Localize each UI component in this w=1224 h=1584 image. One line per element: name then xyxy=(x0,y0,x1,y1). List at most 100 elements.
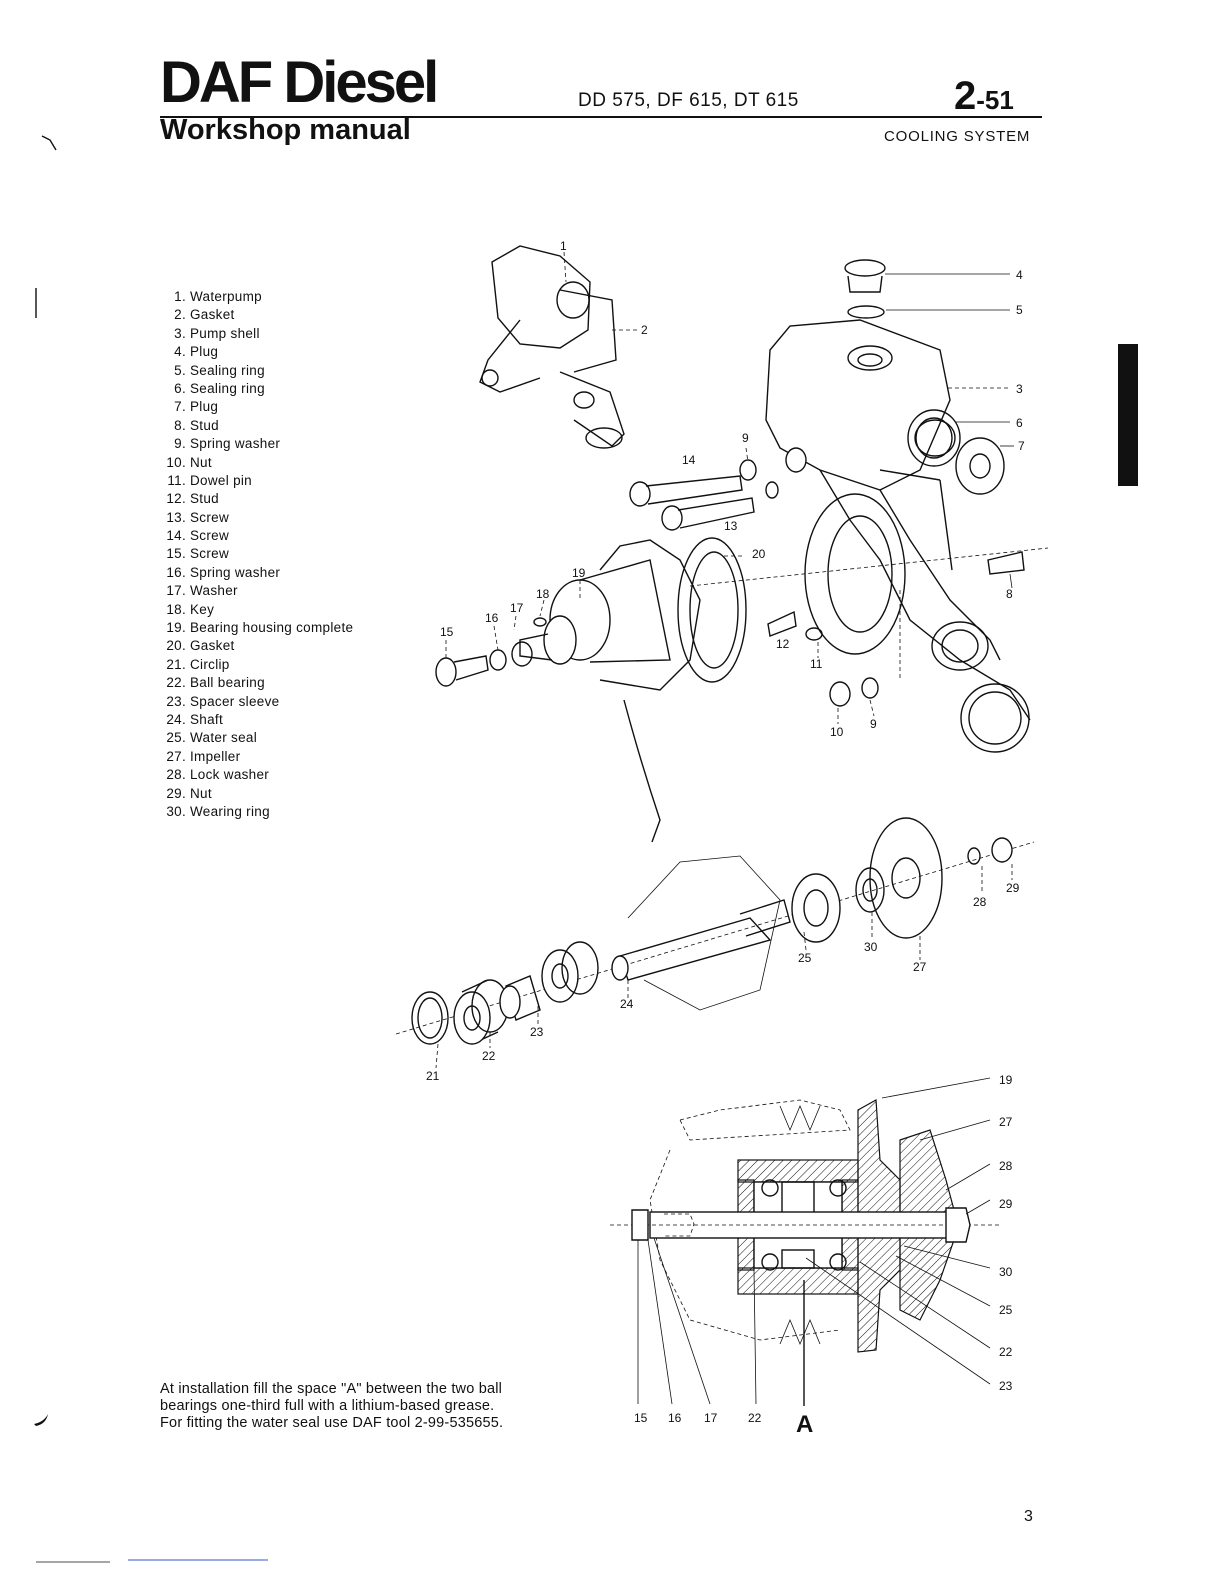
part-number: 8. xyxy=(174,417,186,433)
callout-30: 30 xyxy=(864,940,878,954)
part-name: Nut xyxy=(190,454,212,470)
plug-7 xyxy=(955,437,1014,495)
page-number-sub: -51 xyxy=(976,85,1014,115)
bearing-housing-19 xyxy=(519,539,701,691)
callout-15: 15 xyxy=(634,1411,648,1425)
callout-5: 5 xyxy=(1016,303,1023,317)
part-name: Circlip xyxy=(190,656,230,672)
parts-list-item: 19.Bearing housing complete xyxy=(160,619,353,637)
callout-14: 14 xyxy=(682,453,696,467)
part-number: 19. xyxy=(166,620,186,636)
callout-22: 22 xyxy=(748,1411,762,1425)
callout-3: 3 xyxy=(1016,382,1023,396)
parts-list-item: 11.Dowel pin xyxy=(160,472,353,490)
part-number: 3. xyxy=(174,325,186,341)
manual-subtitle: Workshop manual xyxy=(160,114,411,146)
part-number: 2. xyxy=(174,307,186,323)
callout-11: 11 xyxy=(810,657,823,671)
parts-list-item: 23.Spacer sleeve xyxy=(160,693,353,711)
part-number: 14. xyxy=(166,528,186,544)
washers-9-nuts xyxy=(739,447,807,499)
callout-28: 28 xyxy=(999,1159,1013,1173)
parts-list-item: 30.Wearing ring xyxy=(160,803,353,821)
scan-mark xyxy=(41,135,57,151)
parts-list-item: 21.Circlip xyxy=(160,656,353,674)
callout-23: 23 xyxy=(530,1025,544,1039)
part-number: 18. xyxy=(166,601,186,617)
callout-19: 19 xyxy=(572,566,586,580)
part-name: Plug xyxy=(190,344,219,360)
part-number: 23. xyxy=(166,693,186,709)
parts-list-item: 4.Plug xyxy=(160,343,353,361)
callout-18: 18 xyxy=(536,587,550,601)
callout-4: 4 xyxy=(1016,268,1023,282)
part-name: Spacer sleeve xyxy=(190,693,280,709)
parts-list-item: 20.Gasket xyxy=(160,637,353,655)
part-number: 17. xyxy=(166,583,186,599)
part-number: 30. xyxy=(166,803,186,819)
callout-9: 9 xyxy=(870,717,877,731)
part-number: 20. xyxy=(166,638,186,654)
parts-list-item: 24.Shaft xyxy=(160,711,353,729)
small-assembled-pump xyxy=(479,245,638,449)
part-number: 21. xyxy=(166,656,186,672)
part-name: Water seal xyxy=(190,730,258,746)
gasket-20 xyxy=(677,537,747,683)
part-name: Screw xyxy=(190,546,230,562)
screw-15-washers xyxy=(435,617,547,687)
page-number-main: 2 xyxy=(954,74,977,118)
part-number: 12. xyxy=(166,491,186,507)
pump-shell xyxy=(765,319,1031,753)
sealing-ring-5 xyxy=(847,305,1010,319)
part-name: Washer xyxy=(190,583,238,599)
lock-washer-28 xyxy=(967,847,981,865)
plug-4 xyxy=(844,259,1010,293)
parts-list-item: 15.Screw xyxy=(160,545,353,563)
part-name: Plug xyxy=(190,399,219,415)
callout-24: 24 xyxy=(620,997,634,1011)
callout-16: 16 xyxy=(668,1411,682,1425)
page-number: 2-51 xyxy=(954,76,1014,116)
stud-8 xyxy=(987,551,1025,589)
water-seal-25 xyxy=(791,873,841,943)
part-number: 6. xyxy=(174,380,186,396)
parts-list-item: 13.Screw xyxy=(160,509,353,527)
part-number: 4. xyxy=(174,344,186,360)
part-name: Dowel pin xyxy=(190,472,252,488)
engine-models: DD 575, DF 615, DT 615 xyxy=(578,90,799,111)
part-name: Nut xyxy=(190,785,212,801)
callout-23: 23 xyxy=(999,1379,1013,1393)
parts-list-item: 18.Key xyxy=(160,601,353,619)
callout-17: 17 xyxy=(510,601,524,615)
part-name: Wearing ring xyxy=(190,803,270,819)
part-name: Pump shell xyxy=(190,325,260,341)
dowel-stud-parts xyxy=(767,610,879,707)
callout-25: 25 xyxy=(798,951,812,965)
callout-19: 19 xyxy=(999,1073,1013,1087)
part-number: 28. xyxy=(166,767,186,783)
note-line: bearings one-third full with a lithium-b… xyxy=(160,1398,495,1414)
parts-list-item: 7.Plug xyxy=(160,398,353,416)
callout-space-A: A xyxy=(796,1411,813,1438)
parts-list-item: 28.Lock washer xyxy=(160,766,353,784)
header-rule xyxy=(160,116,1042,118)
circlip-21 xyxy=(411,991,449,1045)
part-name: Ball bearing xyxy=(190,675,265,691)
part-number: 11. xyxy=(167,472,186,488)
callout-9: 9 xyxy=(742,431,749,445)
part-name: Spring washer xyxy=(190,436,281,452)
part-number: 9. xyxy=(174,436,186,452)
ball-bearing-22b xyxy=(541,949,579,1003)
part-name: Spring washer xyxy=(190,564,281,580)
section-title: COOLING SYSTEM xyxy=(884,128,1031,145)
part-name: Screw xyxy=(190,528,230,544)
part-name: Lock washer xyxy=(190,767,270,783)
note-line: For fitting the water seal use DAF tool … xyxy=(160,1415,504,1431)
parts-list-item: 10.Nut xyxy=(160,454,353,472)
part-number: 13. xyxy=(166,509,186,525)
parts-list-item: 16.Spring washer xyxy=(160,564,353,582)
part-name: Waterpump xyxy=(190,289,262,304)
upper-callout-lines xyxy=(445,251,1049,724)
callout-8: 8 xyxy=(1006,587,1013,601)
